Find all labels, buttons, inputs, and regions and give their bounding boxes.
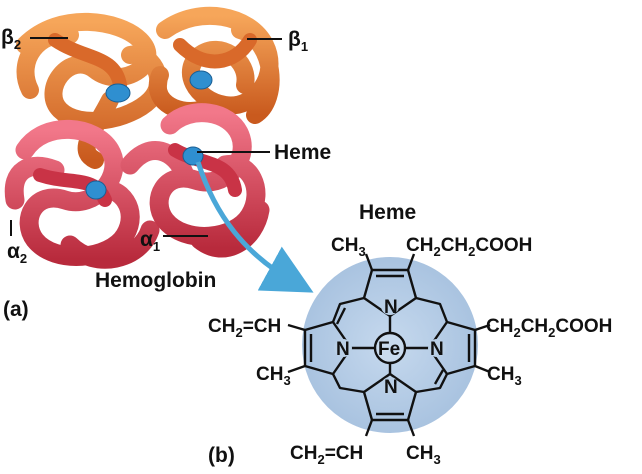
iron-label: Fe (378, 339, 400, 360)
substituent-right: CH2CH2COOH (486, 316, 612, 340)
substituent-bottom-left: CH2=CH (290, 443, 363, 467)
beta-2-label: β2 (1, 26, 21, 52)
substituent-top-left: CH3 (331, 235, 366, 259)
nitrogen-bottom: N (384, 377, 398, 398)
nitrogen-right: N (430, 339, 444, 360)
hemoglobin-molecule (14, 16, 270, 259)
panel-b-label: (b) (208, 444, 235, 467)
heme-disc-alpha2 (86, 181, 106, 199)
hemoglobin-title: Hemoglobin (95, 269, 216, 292)
heme-disc-beta2 (106, 84, 130, 102)
beta-1-label: β1 (288, 28, 308, 54)
substituent-right-lower: CH3 (487, 364, 522, 388)
substituent-left: CH2=CH (208, 316, 281, 340)
beta-1-chain (158, 16, 271, 115)
substituent-left-lower: CH3 (256, 364, 291, 388)
panel-a-label: (a) (3, 298, 29, 321)
substituent-top-right: CH2CH2COOH (406, 235, 532, 259)
substituent-bottom-right: CH3 (406, 443, 441, 467)
heme-title: Heme (359, 201, 416, 224)
alpha-2-label: α2 (7, 240, 27, 266)
heme-disc-beta1 (190, 71, 212, 89)
nitrogen-top: N (384, 297, 398, 318)
heme-pointer-label: Heme (274, 141, 331, 164)
nitrogen-left: N (336, 339, 350, 360)
